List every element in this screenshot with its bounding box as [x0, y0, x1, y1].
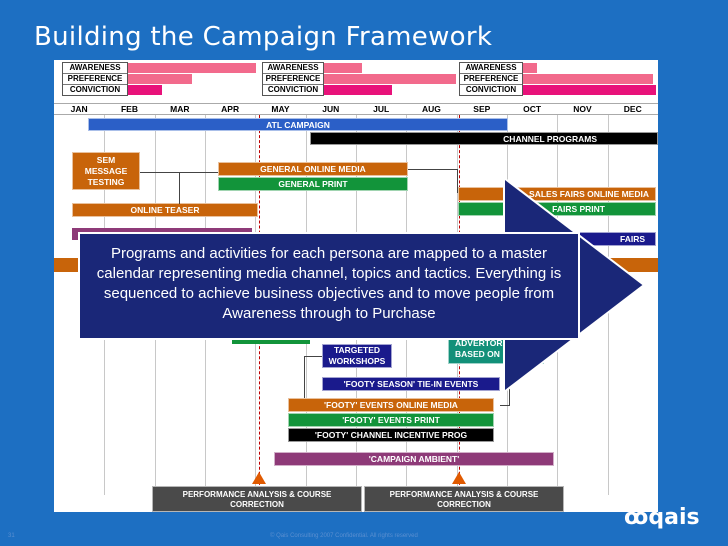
footy-events-online-media-bar: 'FOOTY' EVENTS ONLINE MEDIA	[288, 398, 494, 412]
awareness-fill-bar	[128, 63, 256, 73]
stage-label-awareness: AWARENESS	[460, 63, 522, 74]
footy-events-print-bar: 'FOOTY' EVENTS PRINT	[288, 413, 494, 427]
callout-box: Programs and activities for each persona…	[78, 232, 580, 340]
stage-label-conviction: CONVICTION	[267, 85, 319, 94]
general-print-bar: GENERAL PRINT	[218, 177, 408, 191]
online-teaser-bar: ONLINE TEASER	[72, 203, 258, 217]
preference-fill-bar	[128, 74, 192, 84]
month-nov: NOV	[573, 104, 592, 114]
month-header: JAN FEB MAR APR MAY JUN JUL AUG SEP OCT …	[54, 103, 658, 115]
preference-fill-bar	[523, 74, 653, 84]
connector-line	[500, 384, 510, 406]
awareness-fill-bar	[523, 63, 537, 73]
month-jan: JAN	[70, 104, 88, 114]
month-may: MAY	[271, 104, 290, 114]
conviction-fill-bar	[324, 85, 392, 95]
connector-line	[179, 172, 180, 204]
month-oct: OCT	[523, 104, 542, 114]
performance-analysis-bar-2: PERFORMANCE ANALYSIS & COURSE CORRECTION	[364, 486, 564, 512]
stage-stack-q2: AWARENESS PREFERENCE CONVICTION	[262, 62, 324, 96]
connector-line	[408, 169, 458, 193]
preference-fill-bar	[324, 74, 456, 84]
page-number: 31	[8, 533, 15, 539]
logo-text: qais	[648, 505, 700, 530]
sem-message-testing-bar: SEM MESSAGE TESTING	[72, 152, 140, 190]
campaign-ambient-bar: 'CAMPAIGN AMBIENT'	[274, 452, 554, 466]
stage-label-conviction: CONVICTION	[465, 85, 517, 94]
stage-stack-q1: AWARENESS PREFERENCE CONVICTION	[62, 62, 128, 96]
stage-label-preference: PREFERENCE	[263, 74, 323, 85]
stage-label-awareness: AWARENESS	[63, 63, 127, 74]
stage-stack-q3: AWARENESS PREFERENCE CONVICTION	[459, 62, 523, 96]
channel-programs-bar: CHANNEL PROGRAMS	[310, 132, 658, 145]
footy-channel-incentive-prog-bar: 'FOOTY' CHANNEL INCENTIVE PROG	[288, 428, 494, 442]
slide-title: Building the Campaign Framework	[34, 22, 493, 52]
conviction-fill-bar	[128, 85, 162, 95]
callout-text: Programs and activities for each persona…	[96, 245, 562, 322]
general-online-media-bar: GENERAL ONLINE MEDIA	[218, 162, 408, 176]
milestone-triangle-icon	[452, 472, 466, 484]
milestone-triangle-icon	[252, 472, 266, 484]
month-aug: AUG	[422, 104, 441, 114]
targeted-workshops-bar: TARGETED WORKSHOPS	[322, 344, 392, 368]
month-sep: SEP	[473, 104, 491, 114]
stage-label-preference: PREFERENCE	[63, 74, 127, 85]
qais-logo: ꝏqais	[624, 505, 700, 530]
connector-line	[304, 356, 322, 357]
connector-line	[304, 356, 305, 398]
stage-label-awareness: AWARENESS	[263, 63, 323, 74]
month-mar: MAR	[170, 104, 190, 114]
stage-label-preference: PREFERENCE	[460, 74, 522, 85]
month-jul: JUL	[373, 104, 390, 114]
stage-label-conviction: CONVICTION	[69, 85, 121, 94]
fairs-bar: FAIRS	[574, 232, 656, 246]
qais-mark-icon: ꝏ	[624, 505, 649, 530]
month-feb: FEB	[120, 104, 138, 114]
conviction-fill-bar	[523, 85, 656, 95]
month-dec: DEC	[623, 104, 642, 114]
performance-analysis-bar-1: PERFORMANCE ANALYSIS & COURSE CORRECTION	[152, 486, 362, 512]
awareness-fill-bar	[324, 63, 362, 73]
month-jun: JUN	[322, 104, 340, 114]
month-apr: APR	[221, 104, 240, 114]
atl-campaign-bar: ATL CAMPAIGN	[88, 118, 508, 131]
footy-season-tie-in-events-bar: 'FOOTY SEASON' TIE-IN EVENTS	[322, 377, 500, 391]
copyright-text: © Qais Consulting 2007 Confidential. All…	[270, 533, 418, 539]
